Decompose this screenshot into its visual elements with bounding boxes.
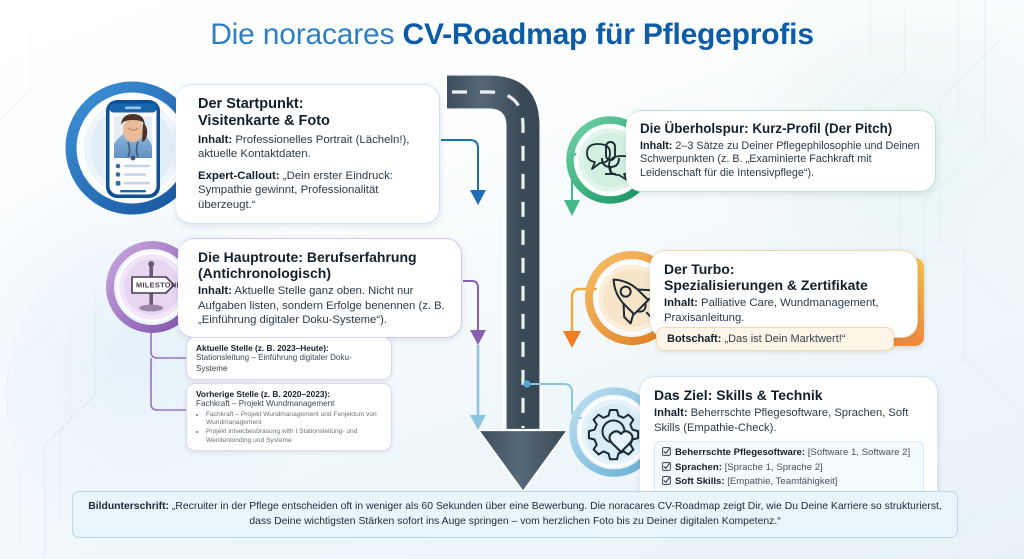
card-hauptroute-content: Inhalt: Aktuelle Stelle ganz oben. Nicht… [198,284,447,327]
card-turbo-heading-line2: Spezialisierungen & Zertifikate [664,277,868,294]
card-turbo-heading-line1: Der Turbo: [664,261,735,277]
list-item: Fachkraft – Projekt Wundmanagement und F… [206,411,383,428]
checklist-value: [Software 1, Software 2] [805,446,911,458]
card-turbo-content-text: Palliative Care, Wundmanagement, Praxisa… [664,297,879,324]
card-startpunkt: Der Startpunkt: Visitenkarte & Foto Inha… [176,84,440,224]
subcard-vorherige-stelle-text: Fachkraft – Projekt Wundmanagement [196,399,335,409]
card-startpunkt-heading-line1: Der Startpunkt: [198,96,304,112]
title-part-bold: CV-Roadmap für Pflegeprofis [402,18,814,51]
caption-label: Bildunterschrift: [88,501,170,512]
checkbox-checked-icon [662,461,671,476]
card-hauptroute-heading-line1: Die Hauptroute: Berufserfahrung [198,249,417,265]
page-title: Die noracares CV-Roadmap für Pflegeprofi… [0,18,1024,52]
card-turbo-message: Botschaft: „Das ist Dein Marktwert!“ [656,327,894,351]
card-turbo-content-label: Inhalt: [664,297,698,310]
card-ziel: Das Ziel: Skills & Technik Inhalt: Beher… [640,376,938,506]
connector-start [441,139,486,205]
card-startpunkt-content-text: Professionelles Portrait (Lächeln!), akt… [198,133,410,161]
spacer [198,162,425,169]
card-ziel-content-label: Inhalt: [654,407,688,420]
list-item: Projekt intvecbesbrasung with I Stations… [206,428,383,445]
connector-turbo [563,287,648,348]
card-startpunkt-callout: Expert-Callout: „Dein erster Eindruck: S… [198,169,425,213]
subcard-vorherige-stelle: Vorherige Stelle (z. B. 2020–2023): Fach… [186,383,392,452]
smartphone-profile-icon [62,78,202,218]
connector-route [463,280,486,345]
card-ziel-content-text: Beherrschte Pflegesoftware, Sprachen, So… [654,407,909,434]
card-turbo: Der Turbo: Spezialisierungen & Zertifika… [650,250,918,339]
card-hauptroute-content-text: Aktuelle Stelle ganz oben. Nicht nur Auf… [198,285,445,327]
checkbox-checked-icon [662,447,671,461]
checklist-label: Soft Skills: [675,476,725,488]
card-turbo-message-label: Botschaft: [667,333,722,345]
card-ueberholspur-content: Inhalt: 2–3 Sätze zu Deiner Pflegephilos… [640,140,922,181]
title-part-light: Die noracares [210,18,403,51]
card-hauptroute: Die Hauptroute: Berufserfahrung (Antichr… [178,238,462,338]
caption-text: „Recruiter in der Pflege entscheiden oft… [169,501,942,528]
card-hauptroute-content-label: Inhalt: [198,285,232,298]
card-startpunkt-callout-text: „Dein erster Eindruck: Sympathie gewinnt… [198,169,393,211]
milestone-signpost-icon: MILESTONE [104,239,200,335]
checklist-row: Beherrschte Pflegesoftware: [Software 1,… [662,446,916,461]
card-ziel-content: Inhalt: Beherrschte Pflegesoftware, Spra… [654,406,924,435]
card-ziel-checklist: Beherrschte Pflegesoftware: [Software 1,… [654,440,924,496]
card-turbo-content: Inhalt: Palliative Care, Wundmanagement,… [664,296,904,325]
card-hauptroute-heading-line2: (Antichronologisch) [198,265,331,282]
subcard-aktuelle-stelle-text: Stationsleitung – Einführung digitaler D… [196,353,352,373]
checklist-value: [Empathie, Teamfähigkeit] [724,476,838,488]
connector-subcards [150,327,186,411]
card-ziel-heading: Das Ziel: Skills & Technik [654,387,823,403]
svg-text:MILESTONE: MILESTONE [136,281,182,290]
subcard-aktuelle-stelle: Aktuelle Stelle (z. B. 2023–Heute): Stat… [186,337,392,381]
card-startpunkt-content-label: Inhalt: [198,133,233,146]
main-road [447,72,570,494]
checklist-row: Soft Skills: [Empathie, Teamfähigkeit] [662,475,916,490]
card-startpunkt-content: Inhalt: Professionelles Portrait (Lächel… [198,133,425,162]
rocket-icon [582,248,682,348]
card-ueberholspur: Die Überholspur: Kurz-Profil (Der Pitch)… [626,110,936,192]
subcard-vorherige-stelle-title: Vorherige Stelle (z. B. 2020–2023): [196,389,331,399]
checkbox-checked-icon [662,476,671,490]
checklist-value: [Sprache 1, Sprache 2] [721,461,823,473]
card-ueberholspur-content-label: Inhalt: [640,139,673,152]
caption-bar: Bildunterschrift: „Recruiter in der Pfle… [72,491,958,539]
card-ueberholspur-content-text: 2–3 Sätze zu Deiner Pflegephilosophie un… [640,139,920,180]
checklist-label: Beherrschte Pflegesoftware: [675,446,806,458]
subcard-vorherige-stelle-bullets: Fachkraft – Projekt Wundmanagement und F… [196,411,383,445]
checklist-label: Sprachen: [675,461,722,473]
card-startpunkt-callout-label: Expert-Callout: [198,169,280,182]
card-ueberholspur-heading: Die Überholspur: Kurz-Profil (Der Pitch) [640,121,893,136]
connector-descent [470,345,486,430]
card-turbo-message-text: „Das ist Dein Marktwert!“ [721,333,846,345]
card-startpunkt-heading-line2: Visitenkarte & Foto [198,112,330,129]
checklist-row: Sprachen: [Sprache 1, Sprache 2] [662,461,916,476]
subcard-aktuelle-stelle-title: Aktuelle Stelle (z. B. 2023–Heute): [196,343,329,353]
